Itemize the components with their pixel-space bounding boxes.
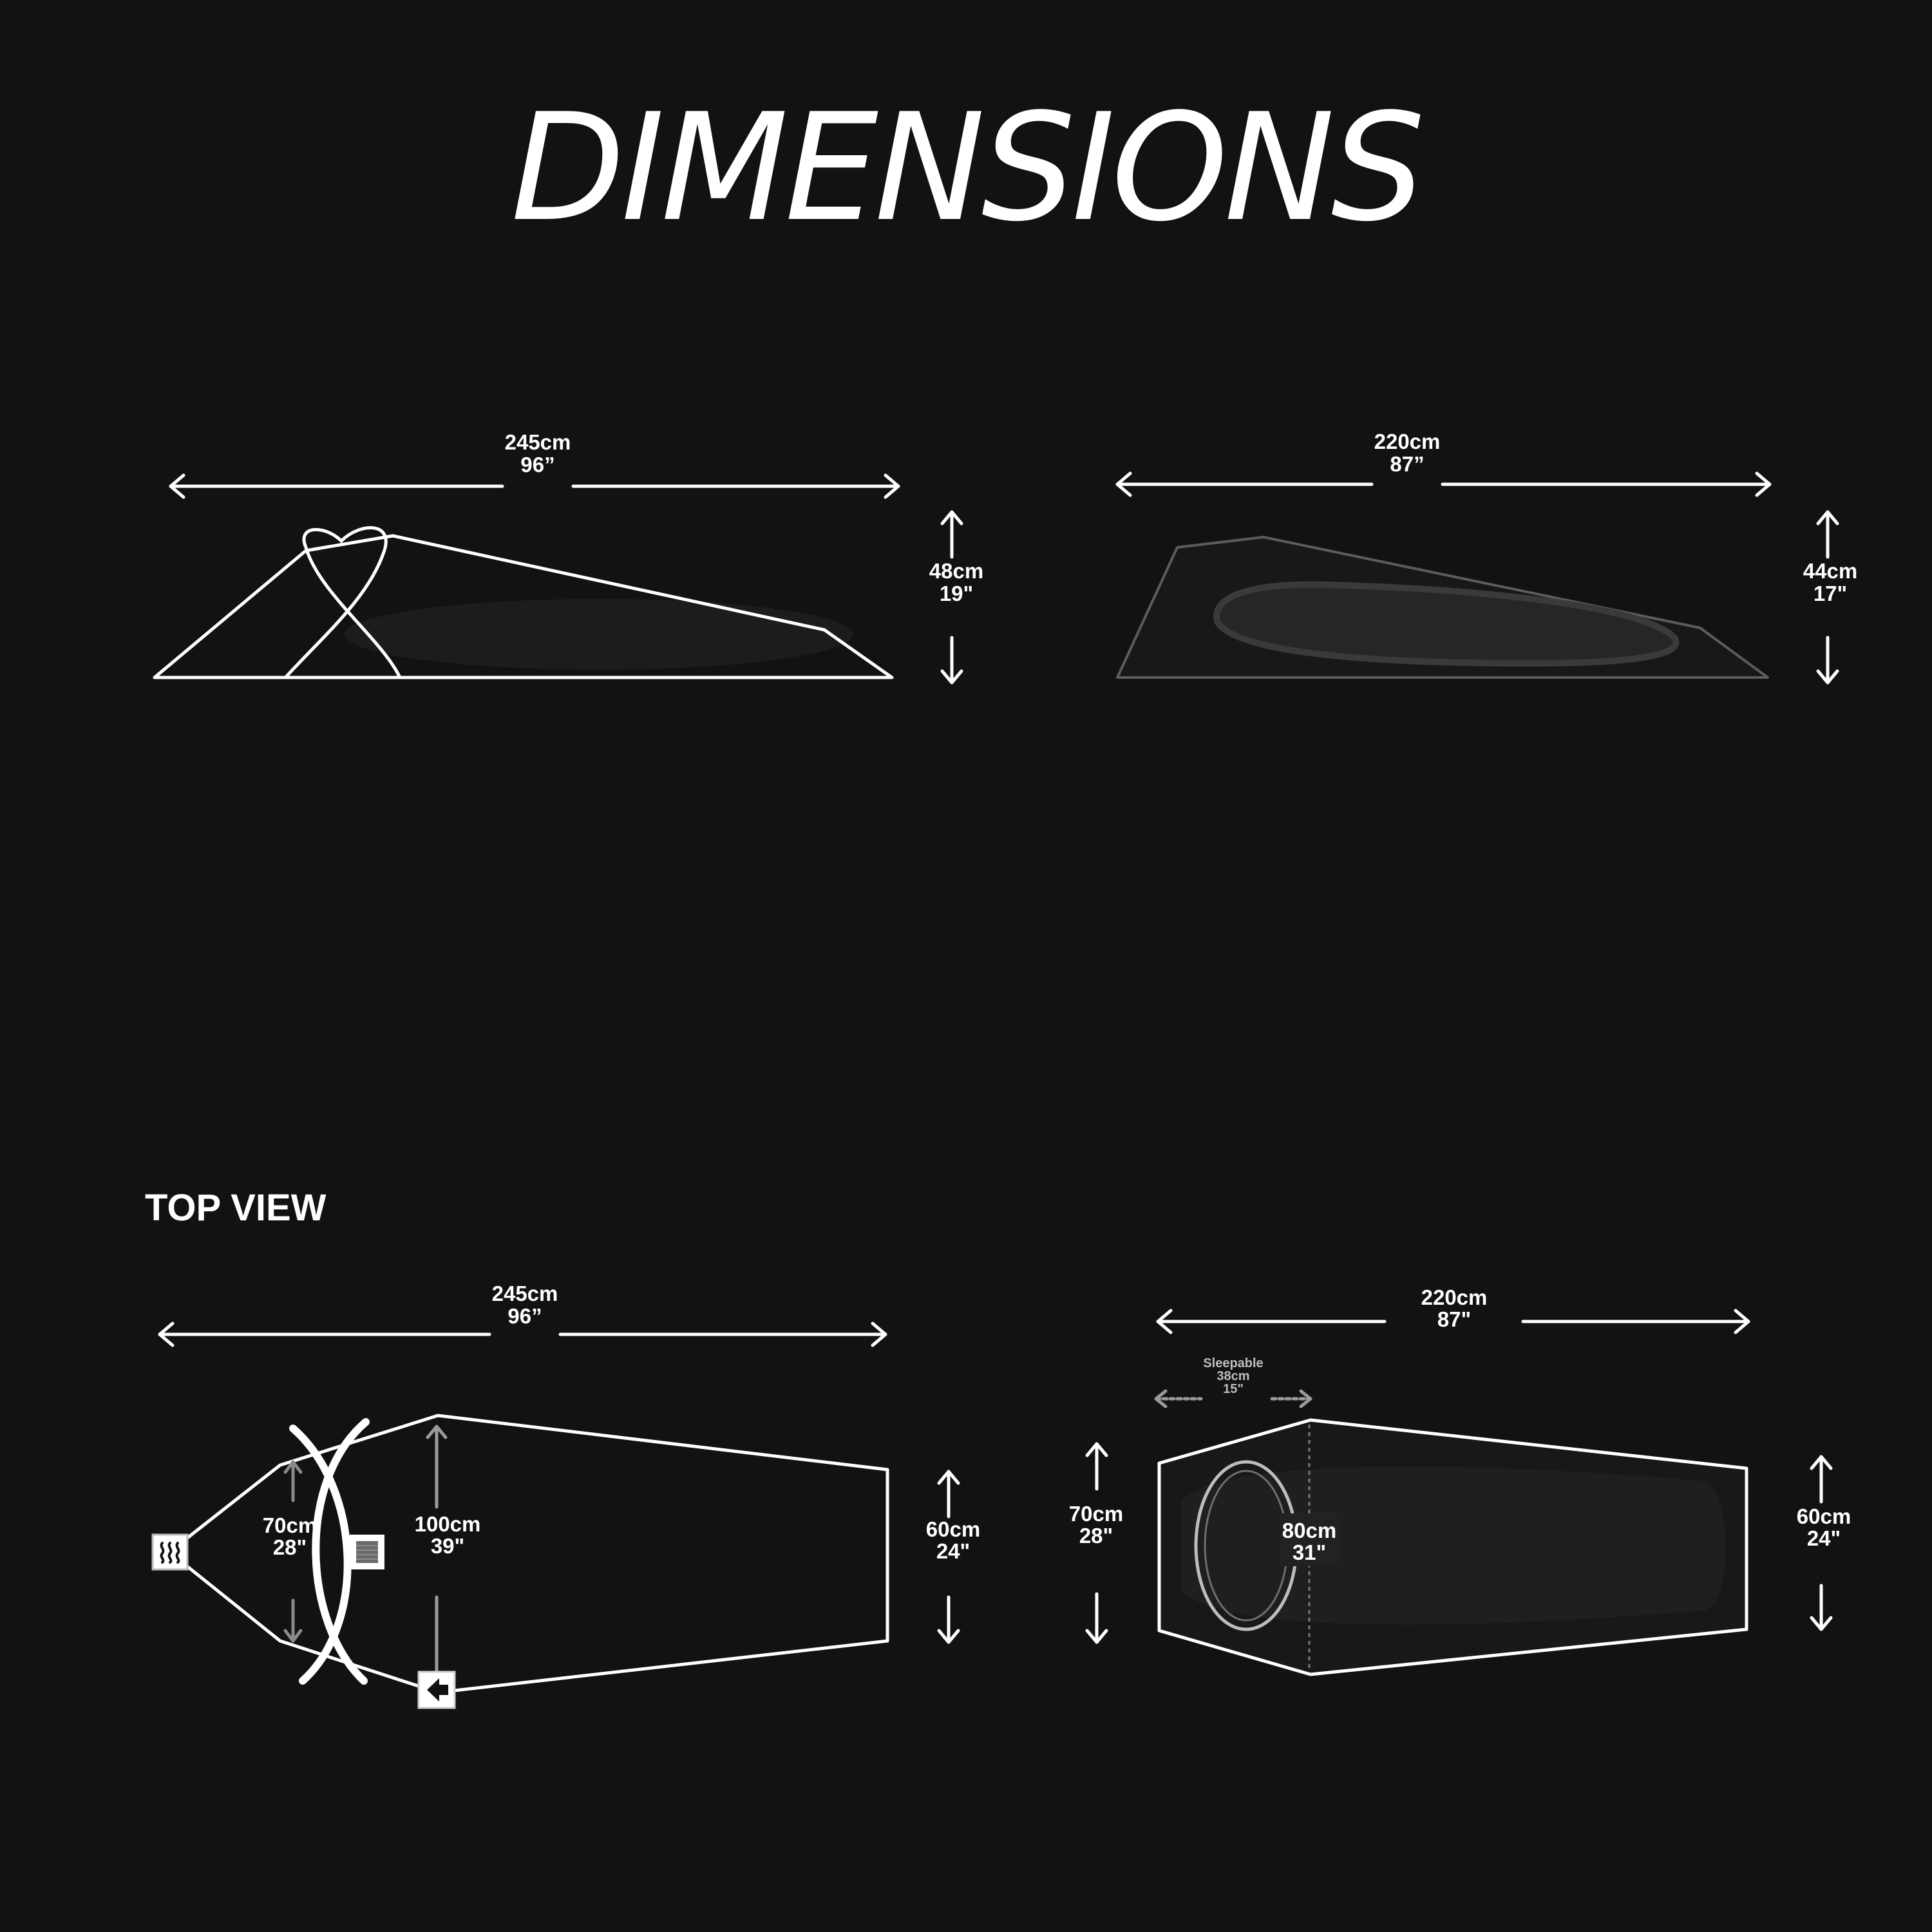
side-right-length-cm: 220cm [1374,430,1441,453]
entry-door-icon [417,1671,456,1709]
top-right-foot-width-cm: 60cm [1797,1504,1851,1528]
top-right-length-cm: 220cm [1421,1285,1488,1309]
side-right-length-in: 87” [1390,452,1424,476]
sleepable-cm: 38cm [1217,1369,1249,1383]
top-left-inner-width-arrow [283,1460,303,1643]
mesh-panel-icon [350,1535,384,1569]
top-right-interior-shading [1182,1466,1726,1625]
top-view-right: 220cm 87" Sleepable 38cm 15" 80cm 31" [1069,1285,1851,1676]
top-left-inner-width-in: 28" [273,1535,307,1559]
top-left-tent-outline [167,1414,889,1694]
top-left-foot-width-arrow [937,1470,960,1644]
mid-width-label-bg [1280,1513,1342,1566]
side-left-tent-outline [153,534,894,679]
top-left-crossing-poles [289,1418,370,1685]
side-left-length-arrow [169,473,900,499]
side-right-height-arrow [1816,510,1839,685]
page-title: DIMENSIONS [511,82,1421,254]
top-right-head-width-arrow [1085,1442,1108,1644]
side-right-sleeper-shadow [1213,581,1680,667]
top-left-length-arrow [158,1321,887,1347]
side-left-pole-loop [285,526,401,678]
top-right-mid-width-in: 31" [1293,1540,1326,1564]
top-right-mid-width-cm: 80cm [1282,1519,1336,1542]
top-view-left: 245cm 96” 70cm 28" 100cm 39" [151,1282,980,1709]
side-left-height-cm: 48cm [929,559,983,583]
side-left-height-arrow [940,510,963,685]
top-left-max-width-arrow [426,1425,448,1676]
top-left-length-in: 96” [507,1304,542,1328]
side-left-length-in: 96” [520,453,554,477]
top-right-head-width-cm: 70cm [1069,1502,1123,1526]
section-top-view: TOP VIEW [145,1187,327,1229]
top-left-foot-width-in: 24" [936,1539,970,1563]
top-left-max-width-in: 39" [431,1534,464,1558]
top-right-foot-width-arrow [1810,1455,1833,1631]
top-left-foot-width-cm: 60cm [926,1517,980,1541]
sleepable-arrow [1154,1389,1312,1408]
side-right-height-cm: 44cm [1803,559,1857,583]
vent-icon [151,1533,189,1571]
top-left-max-width-cm: 100cm [415,1512,481,1536]
side-view-left: 245cm 96” 48cm 19" [153,430,983,685]
top-right-length-arrow [1156,1309,1750,1334]
sleepable-label: Sleepable [1203,1356,1263,1370]
top-right-head-width-in: 28" [1079,1524,1113,1548]
side-left-height-in: 19" [940,582,973,605]
sleepable-in: 15" [1223,1382,1244,1396]
top-left-inner-width-cm: 70cm [263,1513,317,1537]
side-right-length-arrow [1115,471,1772,497]
top-left-length-cm: 245cm [492,1282,558,1305]
top-right-length-in: 87" [1437,1307,1471,1331]
side-right-height-in: 17" [1814,582,1847,605]
side-left-sleeper-shadow [345,599,853,670]
side-left-length-cm: 245cm [505,430,571,454]
top-right-foot-width-in: 24" [1807,1526,1841,1550]
side-view-right: 220cm 87” 44cm 17" [1115,430,1857,685]
